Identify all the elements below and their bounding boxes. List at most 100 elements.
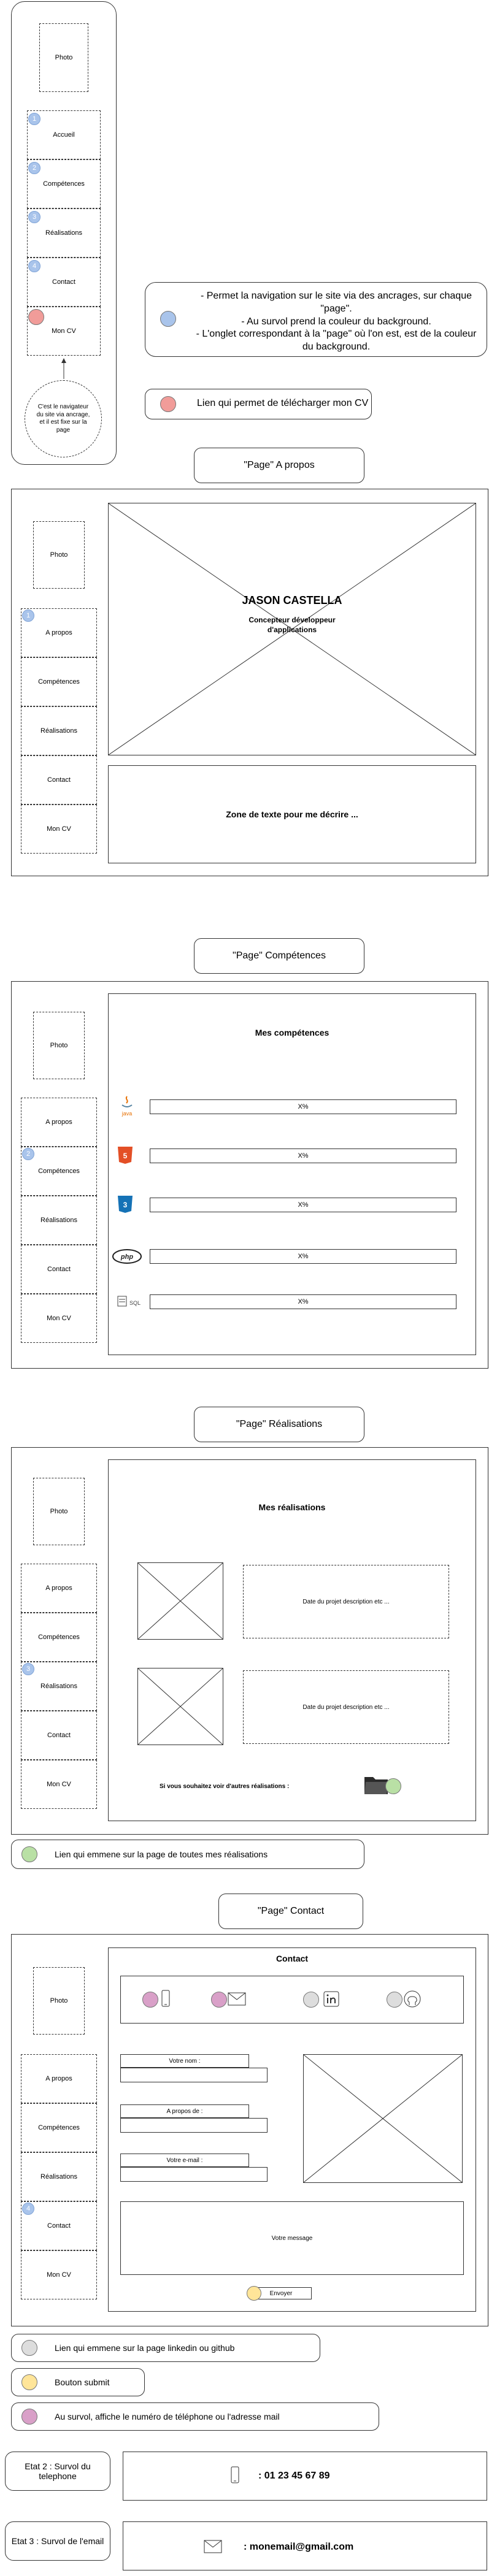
realisations-link-dot[interactable]: [385, 1778, 401, 1794]
input-nom[interactable]: [120, 2068, 268, 2082]
hero-name: JASON CASTELLA: [242, 594, 342, 606]
nav-realisations[interactable]: Réalisations: [21, 1662, 97, 1711]
red-dot-icon: [160, 396, 176, 412]
linkedin-link-dot[interactable]: [303, 1992, 319, 2008]
nav-apropos[interactable]: A propos: [21, 2054, 97, 2103]
email-address: : monemail@gmail.com: [244, 2542, 354, 2552]
github-icon[interactable]: [402, 1989, 422, 2009]
mobile-nav-contact[interactable]: Contact: [27, 258, 101, 307]
phone-number: : 01 23 45 67 89: [258, 2471, 330, 2481]
submit-button-dot[interactable]: [247, 2286, 261, 2301]
blue-dot-icon: [160, 311, 176, 327]
nav-number-badge: 1: [22, 610, 34, 622]
nav-realisations[interactable]: Réalisations: [21, 706, 97, 755]
legend-pink-text: Au survol, affiche le numéro de téléphon…: [55, 2412, 280, 2421]
contact-heading: Contact: [275, 1954, 309, 1963]
nav-apropos[interactable]: A propos: [21, 1098, 97, 1147]
linkedin-icon[interactable]: [323, 1990, 341, 2008]
legend-grey-text: Lien qui emmene sur la page linkedin ou …: [55, 2343, 235, 2353]
nav-number-badge: 2: [28, 162, 40, 174]
mobile-nav-realisations[interactable]: Réalisations: [27, 208, 101, 258]
state2-label: Etat 2 : Survol du telephone: [5, 2452, 110, 2491]
mobile-nav-accueil[interactable]: Accueil: [27, 110, 101, 159]
green-dot-icon: [21, 1846, 37, 1862]
phone-icon: [229, 2466, 241, 2488]
skills-panel: [108, 993, 476, 1355]
projects-heading: Mes réalisations: [258, 1502, 326, 1512]
nav-number-badge: 2: [22, 1148, 34, 1160]
email-icon: [203, 2538, 224, 2558]
mobile-nav-competences[interactable]: Compétences: [27, 159, 101, 208]
apropos-photo: Photo: [33, 521, 85, 589]
pink-dot-icon: [21, 2409, 37, 2425]
nav-cv[interactable]: Mon CV: [21, 1294, 97, 1343]
project-description: Date du projet description etc ...: [243, 1670, 449, 1744]
java-icon: java: [117, 1095, 137, 1118]
hero-subtitle: Concepteur développeur d'applications: [248, 616, 336, 634]
project-image-placeholder: [137, 1668, 223, 1745]
nav-apropos[interactable]: A propos: [21, 1564, 97, 1613]
contact-image-placeholder: [303, 2054, 463, 2183]
skill-bar-html5: X%: [150, 1148, 456, 1163]
nav-cv[interactable]: Mon CV: [21, 1760, 97, 1809]
competences-photo: Photo: [33, 1012, 85, 1079]
legend-nav-line: - Au survol prend la couleur du backgrou…: [241, 316, 431, 327]
html5-icon: 5: [117, 1145, 135, 1166]
legend-nav-box: - Permet la navigation sur le site via d…: [145, 282, 487, 357]
nav-cv[interactable]: Mon CV: [21, 2250, 97, 2299]
nav-competences[interactable]: Compétences: [21, 1613, 97, 1662]
page-apropos-frame: [11, 489, 488, 876]
folder-icon[interactable]: [363, 1773, 390, 1795]
nav-realisations[interactable]: Réalisations: [21, 1196, 97, 1245]
label-email: Votre e-mail :: [120, 2154, 249, 2167]
legend-cv-box: Lien qui permet de télécharger mon CV: [145, 389, 372, 419]
nav-contact[interactable]: Contact: [21, 1245, 97, 1294]
page-competences-frame: [11, 981, 488, 1369]
nav-competences[interactable]: Compétences: [21, 2103, 97, 2152]
skill-bar-css3: X%: [150, 1198, 456, 1212]
email-hover-dot[interactable]: [211, 1992, 227, 2008]
label-nom: Votre nom :: [120, 2054, 249, 2068]
skills-heading: Mes compétences: [255, 1028, 329, 1038]
project-image-placeholder: [137, 1562, 223, 1640]
nav-realisations[interactable]: Réalisations: [21, 2152, 97, 2201]
nav-contact[interactable]: Contact: [21, 755, 97, 805]
mobile-nav-cv[interactable]: Mon CV: [27, 307, 101, 356]
page-contact-title: "Page" Contact: [218, 1894, 363, 1929]
yellow-dot-icon: [21, 2374, 37, 2390]
page-contact-frame: [11, 1934, 488, 2326]
phone-icon[interactable]: [160, 1989, 172, 2009]
legend-realisations-text: Lien qui emmene sur la page de toutes me…: [55, 1849, 268, 1859]
sql-icon: SQL: [117, 1294, 144, 1310]
grey-dot-icon: [21, 2340, 37, 2356]
email-icon[interactable]: [227, 1990, 248, 2008]
nav-apropos[interactable]: A propos: [21, 608, 97, 657]
legend-pink-box: Au survol, affiche le numéro de téléphon…: [11, 2402, 379, 2431]
css3-icon: 3: [117, 1194, 135, 1215]
nav-contact[interactable]: Contact: [21, 2201, 97, 2250]
state3-preview: : monemail@gmail.com: [123, 2521, 487, 2570]
nav-contact[interactable]: Contact: [21, 1711, 97, 1760]
contact-icons-bar: [120, 1976, 464, 2024]
legend-yellow-box: Bouton submit: [11, 2368, 145, 2396]
legend-nav-line: - Permet la navigation sur le site via d…: [200, 291, 472, 314]
skill-bar-java: X%: [150, 1099, 456, 1114]
legend-cv-text: Lien qui permet de télécharger mon CV: [197, 398, 369, 408]
legend-realisations-box: Lien qui emmene sur la page de toutes me…: [11, 1840, 364, 1869]
page-apropos-title: "Page" A propos: [194, 448, 364, 483]
svg-text:php: php: [120, 1253, 133, 1261]
project-description: Date du projet description etc ...: [243, 1565, 449, 1638]
input-email[interactable]: [120, 2167, 268, 2182]
nav-cv[interactable]: Mon CV: [21, 805, 97, 854]
cv-link-dot[interactable]: [28, 309, 44, 325]
skill-bar-php: X%: [150, 1249, 456, 1264]
message-textarea[interactable]: Votre message: [120, 2201, 464, 2275]
php-icon: php: [112, 1248, 142, 1264]
github-link-dot[interactable]: [387, 1992, 402, 2008]
hero-image-placeholder: JASON CASTELLA Concepteur développeur d'…: [108, 503, 476, 755]
nav-competences[interactable]: Compétences: [21, 1147, 97, 1196]
page-realisations-title: "Page" Réalisations: [194, 1407, 364, 1442]
input-apropos[interactable]: [120, 2118, 268, 2133]
nav-competences[interactable]: Compétences: [21, 657, 97, 706]
phone-hover-dot[interactable]: [142, 1992, 158, 2008]
